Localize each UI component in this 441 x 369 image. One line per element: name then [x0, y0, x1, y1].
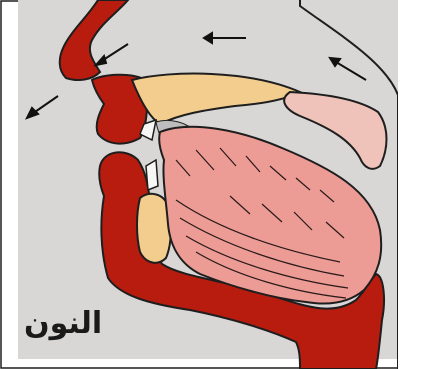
letter-caption: النون [24, 306, 102, 341]
outside-right [398, 0, 441, 369]
lower-teeth [146, 160, 158, 190]
